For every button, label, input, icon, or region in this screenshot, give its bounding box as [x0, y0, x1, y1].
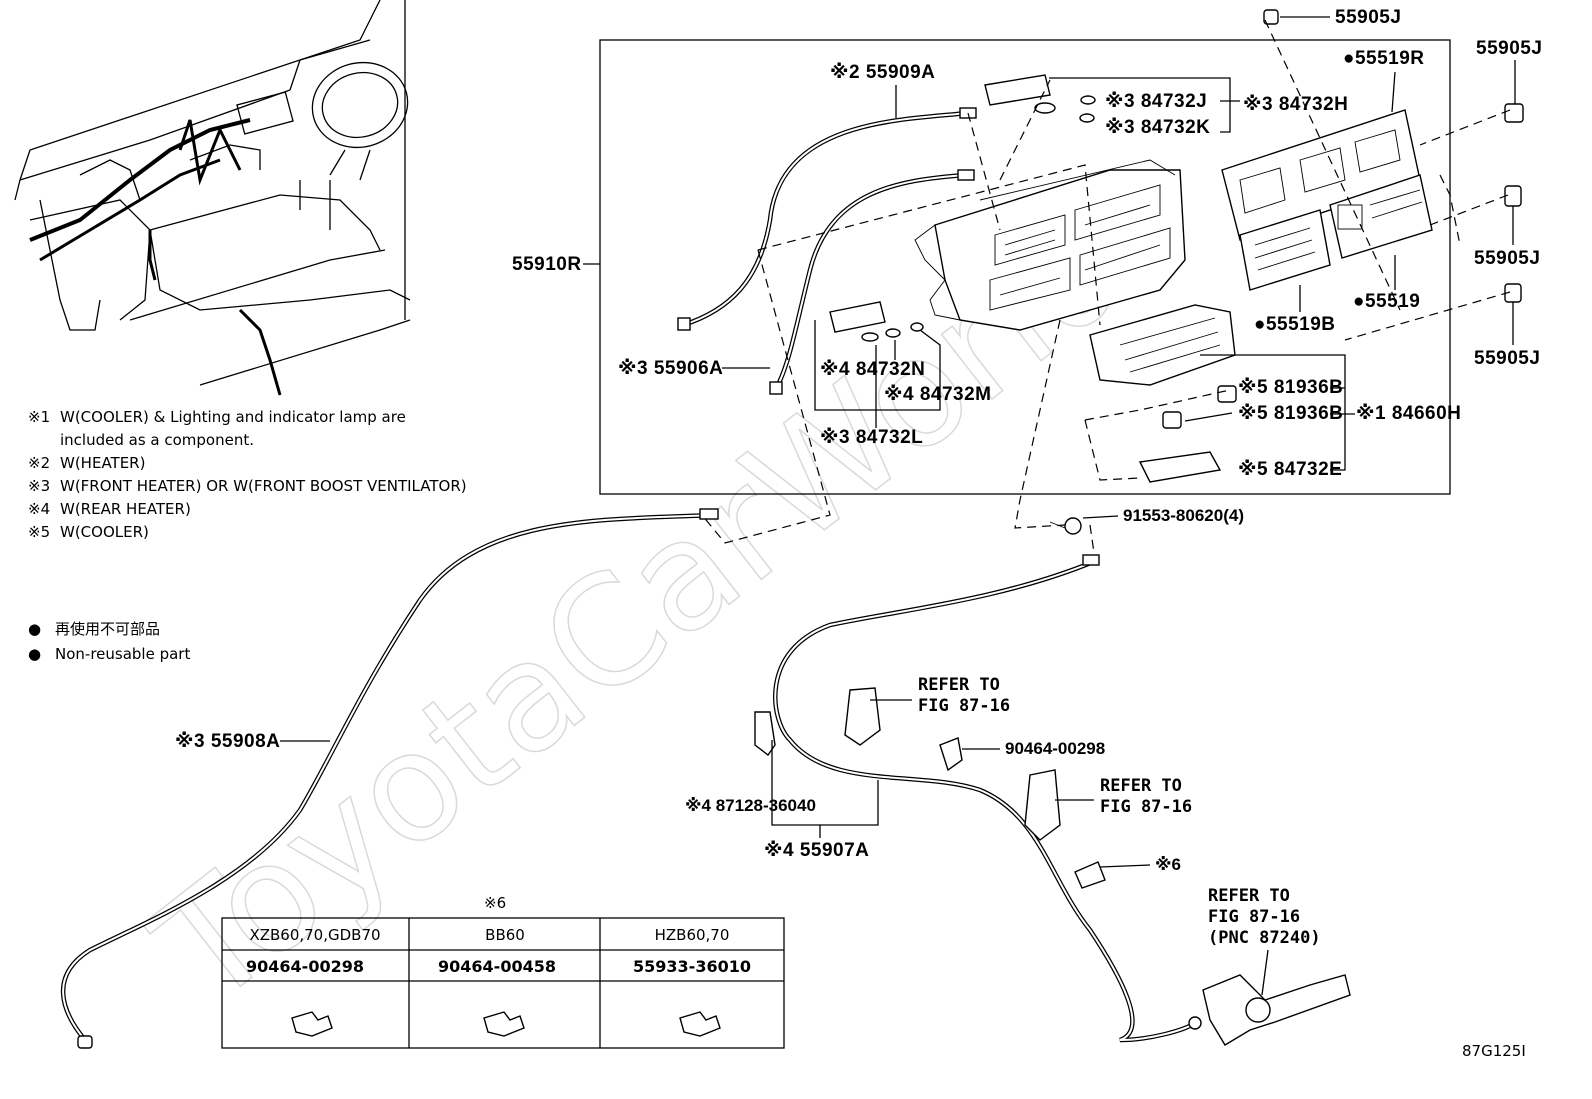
clamp-icon-1 — [291, 1011, 333, 1037]
refer-1-line2: FIG 87-16 — [918, 696, 1010, 716]
label-84732K: ※3 84732K — [1105, 117, 1210, 138]
clamp-90464-00298 — [939, 737, 963, 772]
label-mark6: ※6 — [1155, 855, 1181, 874]
socket-84732E — [1138, 451, 1222, 483]
knob-55905J-top — [1263, 9, 1279, 25]
lamp-socket-84732J — [984, 74, 1096, 123]
refer-1-line1: REFER TO — [918, 675, 1000, 695]
bolt-91553 — [1049, 517, 1082, 535]
label-55519B: ●55519B — [1254, 314, 1336, 335]
label-55905J-right1: 55905J — [1476, 38, 1542, 59]
label-84732M: ※4 84732M — [884, 384, 991, 405]
note-1b-text: included as a component. — [60, 431, 254, 449]
note-3-mark: ※3 — [28, 477, 50, 495]
lamp-81936B-2 — [1162, 411, 1182, 429]
cable-55907A — [773, 554, 1202, 1043]
table-header-1: XZB60,70,GDB70 — [249, 926, 380, 944]
label-55909A: ※2 55909A — [830, 62, 935, 83]
refer-labels: REFER TO FIG 87-16 REFER TO FIG 87-16 RE… — [870, 675, 1321, 996]
note-2-mark: ※2 — [28, 454, 50, 472]
table-part-3: 55933-36010 — [633, 957, 751, 976]
legend-bullet-2: ● — [28, 645, 41, 663]
label-55905J-right2: 55905J — [1474, 248, 1540, 269]
table-header-3: HZB60,70 — [655, 926, 730, 944]
clamp-bracket-2 — [1024, 769, 1061, 841]
label-87128-36040: ※4 87128-36040 — [685, 796, 816, 815]
legend-text-en: Non-reusable part — [55, 645, 190, 663]
table-header-2: BB60 — [485, 926, 525, 944]
label-84660H: ※1 84660H — [1356, 403, 1461, 424]
figure-code: 87G125I — [1462, 1042, 1526, 1060]
note-5-text: W(COOLER) — [60, 523, 149, 541]
cooler-switch-block — [1089, 304, 1236, 386]
control-assembly-box — [599, 39, 1451, 495]
note-5-mark: ※5 — [28, 523, 50, 541]
note-4-text: W(REAR HEATER) — [60, 500, 191, 518]
lamp-socket-84732N — [829, 301, 924, 342]
refer-2-line2: FIG 87-16 — [1100, 797, 1192, 817]
clamp-icon-3 — [679, 1011, 721, 1037]
label-84732J: ※3 84732J — [1105, 91, 1207, 112]
knob-55905J-right1 — [1504, 103, 1524, 123]
clamp-mark6 — [1074, 861, 1106, 889]
note-1-mark: ※1 — [28, 408, 50, 426]
part-labels: 55905J ●55519R 55905J 55905J 55905J ●555… — [175, 7, 1542, 874]
label-81936B-1: ※5 81936B — [1238, 377, 1343, 398]
refer-3-line2: FIG 87-16 — [1208, 907, 1300, 927]
label-91553: 91553-80620(4) — [1123, 506, 1244, 525]
panel-55519 — [1329, 174, 1433, 259]
note-3-text: W(FRONT HEATER) OR W(FRONT BOOST VENTILA… — [60, 477, 467, 495]
clamp-icon-2 — [483, 1011, 525, 1037]
dashboard-illustration — [14, 0, 411, 396]
table-part-1: 90464-00298 — [246, 957, 364, 976]
label-84732L: ※3 84732L — [820, 427, 923, 448]
label-55905J-top: 55905J — [1335, 7, 1401, 28]
table-title: ※6 — [484, 894, 506, 912]
label-84732E: ※5 84732E — [1238, 459, 1342, 480]
lamp-81936B-1 — [1217, 385, 1237, 403]
clamp-bracket-1 — [844, 687, 881, 746]
note-1-text: W(COOLER) & Lighting and indicator lamp … — [60, 408, 406, 426]
note-2-text: W(HEATER) — [60, 454, 145, 472]
legend-bullet-1: ● — [28, 620, 41, 638]
cable-55908A — [60, 508, 719, 1049]
knob-55905J-right2 — [1504, 185, 1522, 207]
face-panel-55519R — [1221, 109, 1421, 241]
label-55906A: ※3 55906A — [618, 358, 723, 379]
label-90464-00298: 90464-00298 — [1005, 739, 1105, 758]
label-55908A: ※3 55908A — [175, 731, 280, 752]
refer-3-line1: REFER TO — [1208, 886, 1290, 906]
label-84732H: ※3 84732H — [1243, 94, 1348, 115]
legend: ● 再使用不可部品 ● Non-reusable part — [28, 620, 190, 663]
label-55905J-right3: 55905J — [1474, 348, 1540, 369]
heater-lever-assembly — [1202, 974, 1351, 1046]
label-55907A: ※4 55907A — [764, 840, 869, 861]
refer-3-line3: (PNC 87240) — [1208, 928, 1321, 948]
note-4-mark: ※4 — [28, 500, 50, 518]
label-84732N: ※4 84732N — [820, 359, 925, 380]
label-55910R: 55910R — [512, 254, 582, 275]
label-81936B-2: ※5 81936B — [1238, 403, 1343, 424]
refer-2-line1: REFER TO — [1100, 776, 1182, 796]
cable-55906A — [769, 169, 975, 395]
panel-55519B — [1239, 209, 1331, 291]
label-55519R: ●55519R — [1343, 48, 1425, 69]
notes-block: ※1 W(COOLER) & Lighting and indicator la… — [28, 408, 467, 541]
table-part-2: 90464-00458 — [438, 957, 556, 976]
heater-control-body — [914, 159, 1186, 331]
dashed-leaders — [701, 19, 1511, 561]
label-55519: ●55519 — [1353, 291, 1420, 312]
clamp-table: ※6 XZB60,70,GDB70 BB60 HZB60,70 90464-00… — [221, 894, 785, 1049]
legend-text-ja: 再使用不可部品 — [55, 620, 160, 638]
